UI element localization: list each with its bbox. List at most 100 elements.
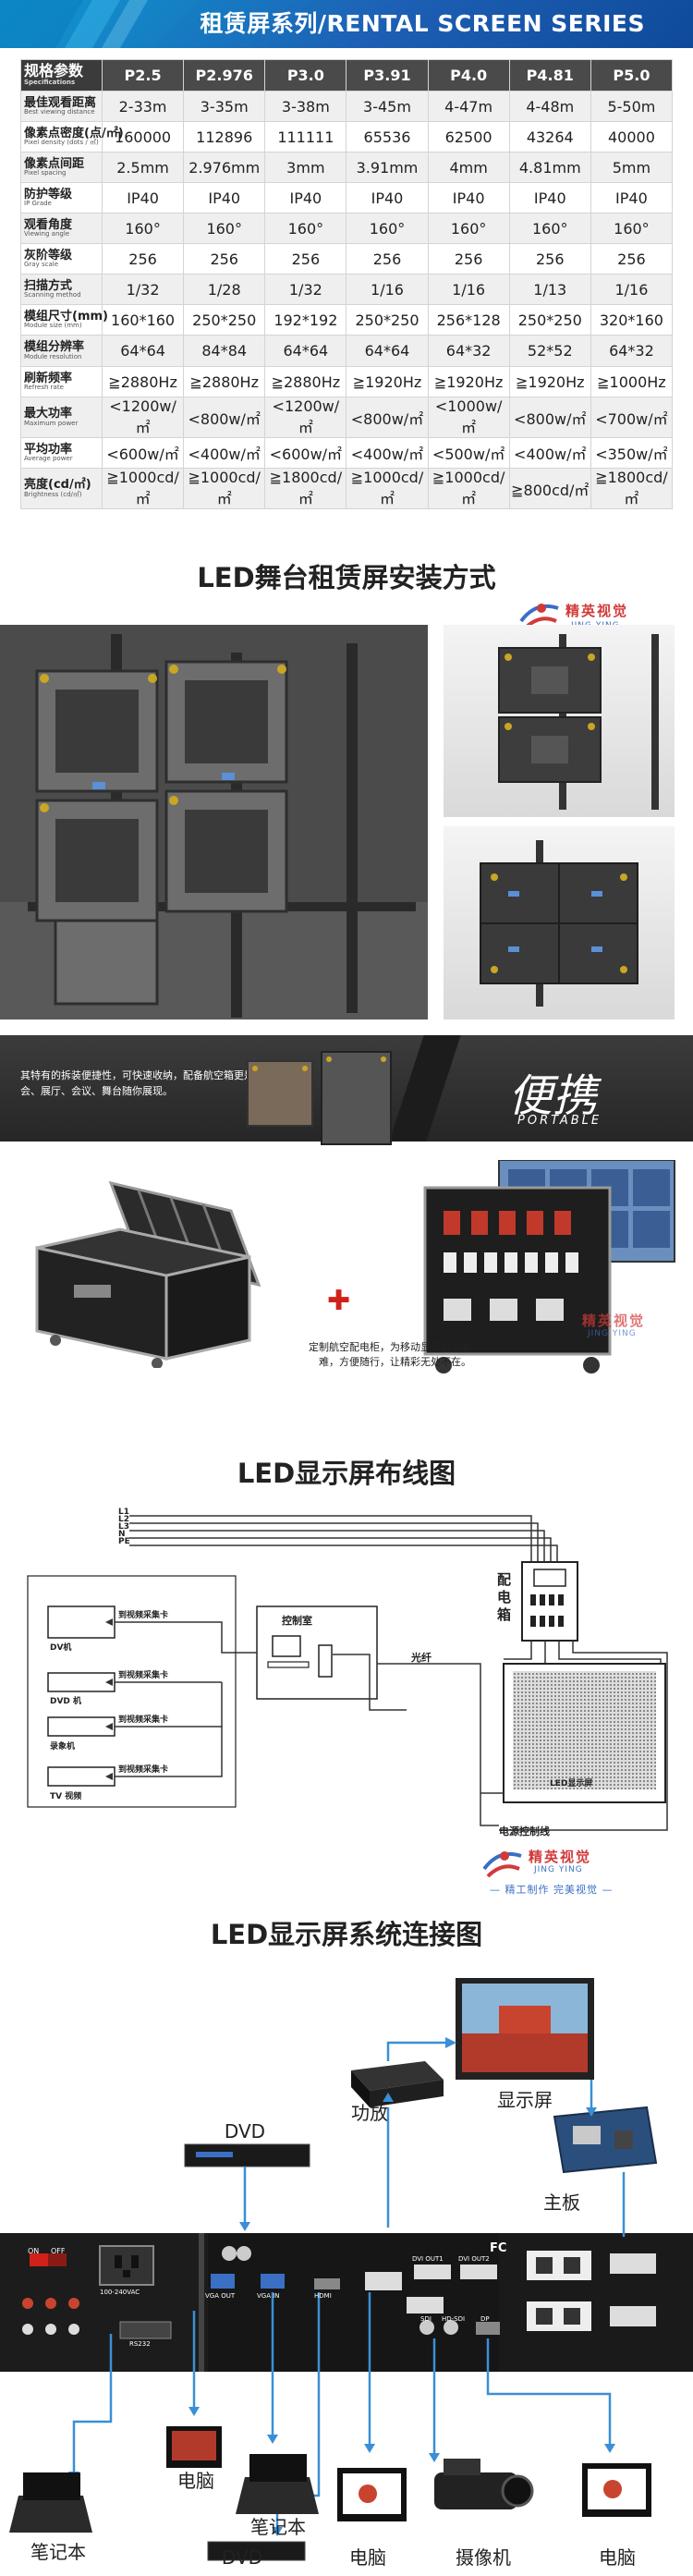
spec-cell: 64*32	[590, 335, 674, 367]
spec-cell: 3mm	[264, 152, 347, 183]
power-lines-labels: L1 L2 L3 N PE	[118, 1508, 130, 1546]
spec-cell: 160*160	[101, 304, 185, 336]
spec-cell: 43264	[508, 121, 591, 153]
portable-intro: 其特有的拆装便捷性，可快速收纳，配备航空箱更是便捷，宴会、展厅、会议、舞台随你展…	[20, 1069, 295, 1098]
spec-cell: 1/32	[101, 274, 185, 305]
spec-row-label-en: Maximum power	[24, 419, 79, 427]
spec-cell: <350w/㎡	[590, 437, 674, 469]
spec-row-label-zh: 亮度(cd/㎡)	[24, 478, 91, 492]
spec-cell: ≧1000cd/㎡	[427, 468, 510, 509]
spec-cell: 256	[346, 243, 429, 275]
spec-cell: 64*64	[264, 335, 347, 367]
fiber-label: 光纤	[411, 1652, 432, 1664]
watermark-sub-2: JING YING	[588, 1329, 637, 1338]
watermark-logo-2: 精英视觉 JING YING	[564, 1311, 684, 1357]
spec-cell: 160°	[590, 213, 674, 244]
screen-label: LED显示屏	[550, 1779, 593, 1789]
line-label-l2: L2	[118, 1515, 129, 1524]
pc2-label: 电脑	[349, 2546, 386, 2569]
rental-frame-illustration	[0, 625, 428, 1019]
device-dvd-label: DVD 机	[50, 1697, 82, 1706]
spec-cell: 1/16	[590, 274, 674, 305]
spec-cell: 256*128	[427, 304, 510, 336]
spec-cell: 5-50m	[590, 91, 674, 122]
spec-cell: 250*250	[346, 304, 429, 336]
spec-row-label-zh: 最大功率	[24, 407, 73, 421]
device-dv-target: 到视频采集卡	[118, 1611, 169, 1620]
device-vcr-label: 录象机	[50, 1742, 76, 1752]
panel-voltage-label: 100-240VAC	[100, 2289, 140, 2296]
spec-cell: <400w/㎡	[508, 437, 591, 469]
spec-cell: 160°	[101, 213, 185, 244]
spec-cell: IP40	[101, 182, 185, 214]
line-label-l3: L3	[118, 1522, 129, 1532]
spec-cell: <800w/㎡	[183, 397, 266, 438]
connection-title: LED显示屏系统连接图	[210, 1919, 483, 1950]
fc-mark: FC	[490, 2241, 507, 2255]
spec-row-label-zh: 防护等级	[24, 187, 73, 201]
cabinet-note: 定制航空配电柜，为移动显示排忧解难，方便随行，让精彩无处不在。	[309, 1341, 471, 1368]
panel-dvi-out2-label: DVI OUT2	[458, 2255, 490, 2263]
connection-diagram	[0, 1978, 693, 2561]
spec-cell: <800w/㎡	[346, 397, 429, 438]
watermark-name-2: 精英视觉	[582, 1312, 646, 1329]
spec-model-header: P3.0	[264, 59, 347, 92]
spec-cell: 160°	[508, 213, 591, 244]
spec-row-label-en: Module size (mm)	[24, 322, 82, 330]
spec-row-label-en: IP Grade	[24, 200, 52, 208]
spec-model-header: P5.0	[590, 59, 674, 92]
line-label-n: N	[118, 1530, 126, 1539]
panel-hdmi-label: HDMI	[314, 2292, 332, 2300]
watermark-name-3: 精英视觉	[529, 1849, 592, 1865]
spec-row: 亮度(cd/㎡)Brightness (cd/㎡)≧1000cd/㎡≧1000c…	[20, 468, 674, 509]
panel-vga-out-label: VGA OUT	[205, 2292, 236, 2300]
spec-cell: 256	[427, 243, 510, 275]
spec-cell: 84*84	[183, 335, 266, 367]
spec-cell: 256	[590, 243, 674, 275]
watermark-logo-3: 精英视觉 JING YING — 精工制作 完美视觉 —	[480, 1845, 665, 1897]
spec-row-label-zh: 灰阶等级	[24, 248, 73, 262]
panel-sdi-label: SDI	[420, 2315, 432, 2323]
spec-model-header: P3.91	[346, 59, 429, 92]
dvd-bottom-label: DVD	[221, 2546, 263, 2569]
spec-row-label-en: Gray scale	[24, 261, 58, 269]
spec-row-label-en: Refresh rate	[24, 384, 64, 392]
spec-cell: 3.91mm	[346, 152, 429, 183]
spec-cell: 256	[183, 243, 266, 275]
spec-cell: 3-38m	[264, 91, 347, 122]
spec-cell: 250*250	[508, 304, 591, 336]
spec-row-label: 像素点密度(点/㎡)Pixel density (dots / ㎡)	[20, 121, 124, 153]
wiring-diagram	[27, 1515, 668, 1831]
spec-cell: ≧1800cd/㎡	[590, 468, 674, 509]
spec-cell: ≧1920Hz	[346, 366, 429, 397]
spec-model-header: P4.81	[508, 59, 591, 92]
mainboard-label: 主板	[543, 2191, 580, 2214]
laptop2-label: 笔记本	[250, 2516, 306, 2538]
spec-cell: 3-45m	[346, 91, 429, 122]
line-label-pe: PE	[118, 1537, 130, 1546]
spec-row-label-zh: 平均功率	[24, 442, 73, 457]
spec-cell: 64*64	[101, 335, 185, 367]
spec-cell: 160°	[183, 213, 266, 244]
spec-cell: 112896	[183, 121, 266, 153]
spec-cell: IP40	[264, 182, 347, 214]
spec-cell: ≧800cd/㎡	[508, 468, 591, 509]
watermark-name: 精英视觉	[565, 603, 629, 619]
spec-row-label-zh: 最佳观看距离	[24, 95, 97, 110]
spec-cell: 1/13	[508, 274, 591, 305]
spec-cell: 250*250	[183, 304, 266, 336]
spec-cell: 1/28	[183, 274, 266, 305]
panel-dvi-out1-label: DVI OUT1	[412, 2255, 444, 2263]
spec-cell: ≧2880Hz	[264, 366, 347, 397]
